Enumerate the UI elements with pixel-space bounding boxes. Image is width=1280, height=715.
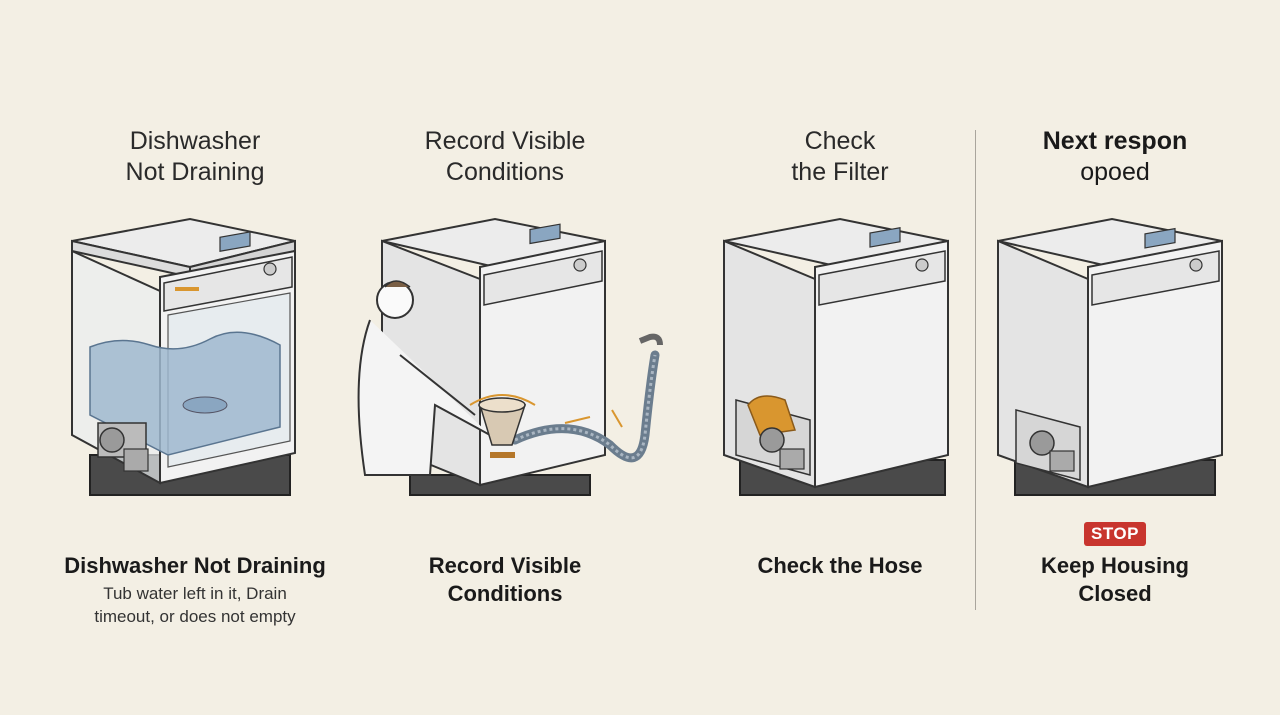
- panel-1-heading: Dishwasher Not Draining: [40, 126, 350, 188]
- person-inspecting-hose-illustration: [357, 217, 663, 496]
- panel-4-caption-line-2: Closed: [1078, 581, 1152, 606]
- panel-4-caption: Keep Housing Closed: [980, 552, 1250, 608]
- panel-check-filter: Check the Filter Check the Hose: [700, 0, 980, 715]
- panel-1-caption-line-2: timeout, or does not empty: [94, 607, 296, 626]
- closed-dishwasher-illustration: [997, 217, 1223, 496]
- panel-2-caption-line-1: Record Visible: [428, 553, 582, 578]
- panel-4-heading-line-1: Next respon: [1042, 127, 1188, 155]
- panel-4-heading: Next respon opoed: [980, 126, 1250, 188]
- panel-2-heading-line-2: Conditions: [445, 158, 565, 186]
- panel-3-heading-line-2: the Filter: [791, 158, 889, 186]
- panel-2-caption-line-2: Conditions: [447, 581, 563, 606]
- panel-1-caption-title: Dishwasher Not Draining: [64, 553, 326, 578]
- panel-2-heading-line-1: Record Visible: [424, 127, 586, 155]
- dishwasher-with-standing-water-illustration: [71, 217, 296, 496]
- panel-1-heading-line-1: Dishwasher: [129, 127, 261, 155]
- panel-divider: [975, 130, 976, 610]
- panel-next-response: Next respon opoed STOP Keep Housing Clos…: [980, 0, 1250, 715]
- panel-3-heading-line-1: Check: [804, 127, 876, 155]
- panel-1-caption: Dishwasher Not Draining Tub water left i…: [40, 552, 350, 628]
- panel-2-caption: Record Visible Conditions: [340, 552, 670, 608]
- dishwasher-filter-illustration: [723, 217, 949, 496]
- panel-4-heading-line-2: opoed: [1080, 158, 1150, 186]
- panel-3-caption: Check the Hose: [700, 552, 980, 580]
- panel-1-heading-line-2: Not Draining: [125, 158, 265, 186]
- stop-badge: STOP: [1084, 522, 1146, 546]
- panel-1-caption-line-1: Tub water left in it, Drain: [103, 584, 287, 603]
- panel-4-caption-line-1: Keep Housing: [1041, 553, 1189, 578]
- panel-3-caption-title: Check the Hose: [757, 553, 923, 578]
- panel-record-conditions: Record Visible Conditions: [340, 0, 670, 715]
- panel-2-heading: Record Visible Conditions: [340, 126, 670, 188]
- panel-not-draining: Dishwasher Not Draining: [40, 0, 350, 715]
- panel-3-heading: Check the Filter: [700, 126, 980, 188]
